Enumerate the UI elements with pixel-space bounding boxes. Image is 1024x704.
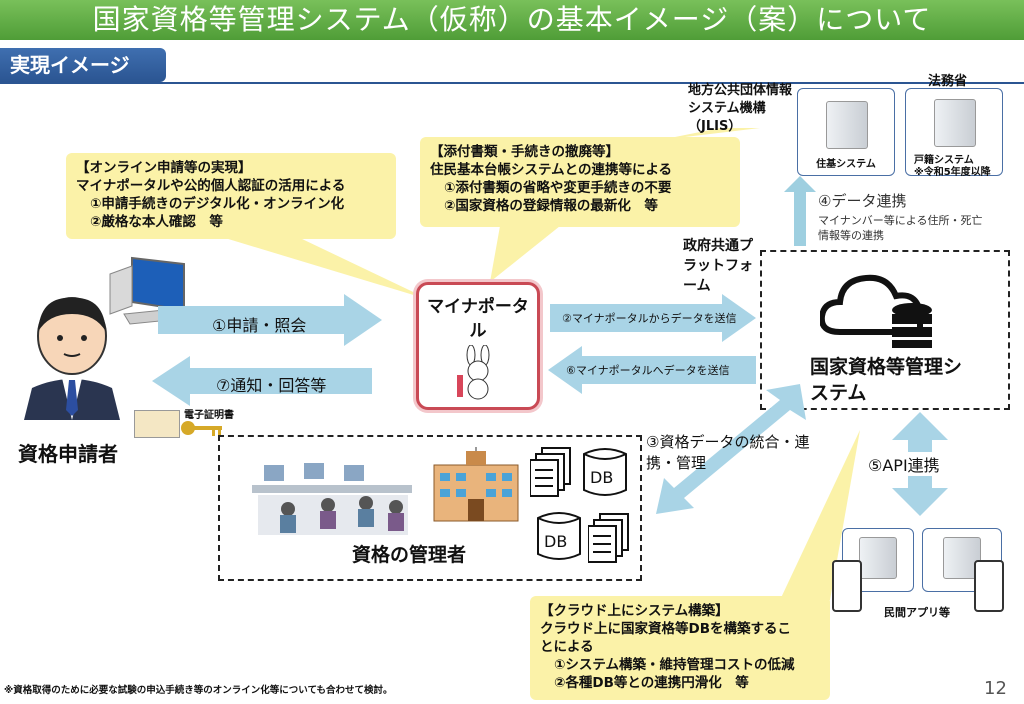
arrow-apply — [158, 294, 382, 346]
data-link-label: ④データ連携 — [818, 192, 907, 210]
server-icon — [859, 537, 897, 579]
callout-item: ②厳格な本人確認 等 — [90, 214, 223, 230]
applicant-person-icon — [24, 297, 120, 420]
manager-box — [218, 435, 642, 581]
callout-attachments: 【添付書類・手続きの撤廃等】 住民基本台帳システムとの連携等による ①添付書類の… — [420, 137, 740, 227]
db-label: DB — [590, 468, 614, 487]
jlis-label: 地方公共団体情報システム機構（JLIS） — [688, 83, 793, 134]
system-label: 国家資格等管理システム — [810, 356, 963, 404]
portal-label: マイナポータル — [427, 297, 529, 341]
callout-text: マイナポータルや公的個人認証の活用による — [76, 178, 346, 194]
callout-online-application: 【オンライン申請等の実現】 マイナポータルや公的個人認証の活用による ①申請手続… — [66, 153, 396, 239]
moj-label: 法務省 — [928, 74, 968, 89]
database-icon — [583, 448, 627, 496]
arrow5-label: ⑤API連携 — [866, 452, 942, 476]
db-label: DB — [544, 532, 568, 551]
building-icon — [433, 447, 519, 522]
page-number: 12 — [984, 678, 1007, 699]
office-workers-icon — [252, 463, 412, 535]
callout-text: クラウド上に国家資格等DBを構築するこ — [540, 621, 791, 637]
arrow-integration — [656, 384, 806, 514]
arrow1-label: ①申請・照会 — [212, 316, 307, 335]
callout-heading: 【クラウド上にシステム構築】 — [540, 603, 729, 619]
koseki-note: ※令和5年度以降 — [914, 167, 991, 178]
smartphone-icon — [832, 560, 862, 612]
arrow7-label: ⑦通知・回答等 — [216, 376, 327, 395]
server-icon — [826, 101, 868, 149]
callout-text: とによる — [540, 639, 594, 655]
smartphone-icon — [974, 560, 1004, 612]
data-link-sub2: 情報等の連携 — [818, 229, 884, 242]
arrow-system-to-portal — [548, 346, 756, 394]
juki-system-label: 住基システム — [816, 159, 876, 170]
callout-item: ②国家資格の登録情報の最新化 等 — [444, 198, 658, 214]
arrow-notify — [152, 356, 372, 406]
cloud-system-box — [760, 250, 1010, 410]
callout-cloud: 【クラウド上にシステム構築】 クラウド上に国家資格等DBを構築するこ とによる … — [530, 596, 830, 700]
arrow-portal-to-system — [550, 294, 756, 342]
server-icon — [934, 99, 976, 147]
juki-system-box: 住基システム — [797, 88, 895, 176]
data-link-sub1: マイナンバー等による住所・死亡 — [818, 214, 983, 227]
documents-icon — [588, 513, 629, 563]
database-icon — [537, 512, 581, 560]
page-title: 国家資格等管理システム（仮称）の基本イメージ（案）について — [0, 0, 1024, 40]
callout-item: ①申請手続きのデジタル化・オンライン化 — [90, 196, 345, 212]
key-icon — [181, 421, 222, 436]
callout-heading: 【添付書類・手続きの撤廃等】 — [430, 144, 619, 160]
data-link-arrow — [784, 176, 816, 246]
arrow6-label: ⑥マイナポータルへデータを送信 — [566, 364, 730, 377]
koseki-system-label: 戸籍システム — [914, 155, 974, 166]
private-app-label: 民間アプリ等 — [884, 606, 950, 619]
footnote: ※資格取得のために必要な試験の申込手続き等のオンライン化等についても合わせて検討… — [4, 685, 393, 696]
manager-label: 資格の管理者 — [352, 544, 467, 566]
myna-portal-box: マイナポータル — [416, 282, 540, 410]
cloud-database-icon — [820, 274, 932, 348]
e-cert-label: 電子証明書 — [184, 410, 234, 421]
id-card-icon — [134, 410, 180, 438]
gov-platform-label: 政府共通プラットフォーム — [683, 238, 753, 294]
callout-text: 住民基本台帳システムとの連携等による — [430, 162, 673, 178]
documents-icon — [530, 447, 571, 497]
callout-item: ①添付書類の省略や変更手続きの不要 — [444, 180, 672, 196]
arrow2-label: ②マイナポータルからデータを送信 — [562, 312, 737, 325]
rabbit-mascot-icon — [457, 345, 490, 400]
callout-heading: 【オンライン申請等の実現】 — [76, 160, 252, 176]
callout-item: ①システム構築・維持管理コストの低減 — [554, 657, 795, 673]
koseki-system-box: 戸籍システム ※令和5年度以降 — [905, 88, 1003, 178]
section-tab: 実現イメージ — [0, 48, 166, 82]
callout-item: ②各種DB等との連携円滑化 等 — [554, 675, 749, 691]
arrow3-label: ③資格データの統合・連携・管理 — [646, 433, 810, 472]
section-divider — [0, 82, 1024, 84]
applicant-label: 資格申請者 — [18, 442, 118, 466]
